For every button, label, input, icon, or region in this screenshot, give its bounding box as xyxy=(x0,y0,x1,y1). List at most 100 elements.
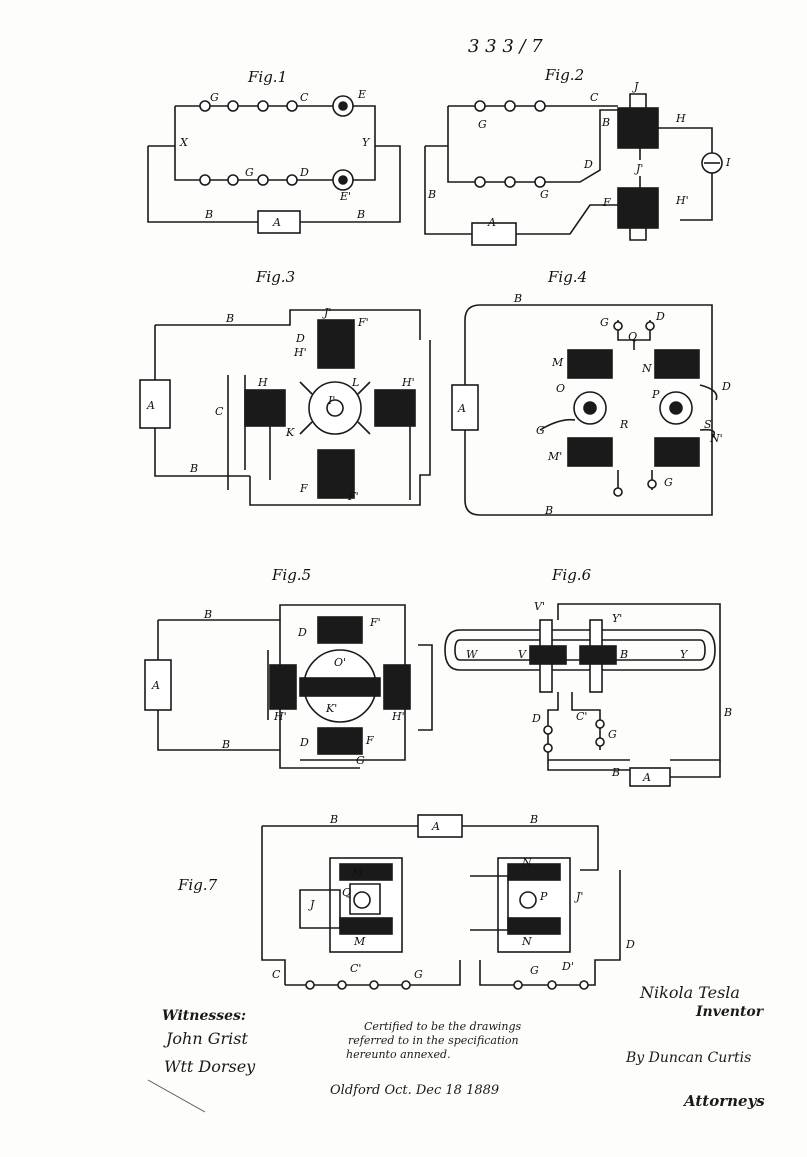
fig6-label-b: B xyxy=(619,648,628,661)
certified-line-1: Certified to be the drawings xyxy=(364,1020,522,1033)
figure-5: Fig.5 B B F' D O' K' H' H' A D F G xyxy=(144,566,433,769)
fig6-title: Fig.6 xyxy=(551,566,592,584)
fig7-label-p: P xyxy=(539,890,548,903)
fig3-label-h: H xyxy=(257,376,268,389)
fig3-label-l: L xyxy=(351,376,359,389)
footer: Witnesses: John Grist Wtt Dorsey Certifi… xyxy=(162,983,765,1110)
certified-line-3: hereunto annexed. xyxy=(346,1048,451,1061)
fig4-label-a: A xyxy=(457,402,466,415)
fig1-label-g: G xyxy=(210,91,219,104)
fig4-label-m: M xyxy=(551,356,564,369)
fig3-label-d: D xyxy=(295,332,305,345)
fig6-label-a: A xyxy=(642,771,651,784)
fig7-label-q: Q xyxy=(342,886,351,899)
fig7-label-jp: J' xyxy=(574,890,583,903)
fig3-label-hp: H' xyxy=(293,346,307,359)
fig1-label-b: B xyxy=(204,208,213,221)
fig7-label-dp: D' xyxy=(561,960,574,973)
fig6-label-y: Y xyxy=(680,648,689,661)
figure-6: Fig.6 V' Y' W V B Y B D C' G B A xyxy=(444,566,732,787)
fig4-label-o: O xyxy=(556,382,565,395)
fig1-label-c: C xyxy=(300,91,309,104)
fig2-coil-h2 xyxy=(617,187,659,229)
fig4-label-mp: M' xyxy=(547,450,562,463)
fig5-coil-bottom xyxy=(317,727,363,755)
fig4-label-r: R xyxy=(619,418,628,431)
fig3-coil-left xyxy=(244,389,286,427)
fig2-label-g: G xyxy=(478,118,487,131)
fig6-label-g: G xyxy=(608,728,617,741)
fig6-label-d: D xyxy=(531,712,541,725)
fig7-label-j: J xyxy=(308,898,315,911)
fig4-generator-box xyxy=(451,384,479,431)
fig2-label-g2: G xyxy=(540,188,549,201)
fig2-label-jp: J' xyxy=(634,162,643,175)
fig3-generator-box xyxy=(139,379,171,429)
fig4-label-b: B xyxy=(513,292,522,305)
attorneys-label: Attorneys xyxy=(682,1092,765,1110)
fig2-label-h: H xyxy=(675,112,686,125)
fig2-coil-h xyxy=(617,107,659,149)
fig2-label-b: B xyxy=(601,116,610,129)
fig5-label-hp: H' xyxy=(273,710,287,723)
fig6-label-cp: C' xyxy=(576,710,587,723)
fig5-title: Fig.5 xyxy=(271,566,311,584)
fig3-coil-right xyxy=(374,389,416,427)
fig3-label-a: A xyxy=(146,399,155,412)
fig1-label-e: E xyxy=(357,88,366,101)
fig3-label-fp2: F' xyxy=(347,490,359,503)
fig2-title: Fig.2 xyxy=(544,66,584,84)
fig3-label-fp: F' xyxy=(357,316,369,329)
fig3-label-b2: B xyxy=(189,462,198,475)
fig2-label-i: I xyxy=(725,156,731,169)
fig7-label-m: M xyxy=(351,866,364,879)
witnesses-heading: Witnesses: xyxy=(162,1008,246,1024)
fig7-label-b: B xyxy=(329,813,338,826)
fig2-label-b2: B xyxy=(427,188,436,201)
fig4-coil-m xyxy=(567,349,613,379)
witness-2-signature: Wtt Dorsey xyxy=(164,1057,256,1076)
fig5-label-kp: K' xyxy=(325,702,337,715)
fig7-title: Fig.7 xyxy=(177,876,218,894)
inventor-label: Inventor xyxy=(695,1004,765,1020)
certified-line-2: referred to in the specification xyxy=(348,1034,519,1047)
certified-signature: Oldford Oct. Dec 18 1889 xyxy=(330,1083,499,1098)
fig7-label-cp: C' xyxy=(350,962,361,975)
fig5-coil-left xyxy=(269,664,297,710)
fig5-label-d: D xyxy=(297,626,307,639)
fig4-label-q: Q xyxy=(628,330,637,343)
fig4-title: Fig.4 xyxy=(547,268,587,286)
fig3-title: Fig.3 xyxy=(255,268,295,286)
fig4-label-b2: B xyxy=(544,504,553,517)
fig2-label-j: J xyxy=(632,80,639,93)
fig4-label-g2: G xyxy=(536,424,545,437)
fig7-label-c: C xyxy=(272,968,281,981)
fig2-generator-box xyxy=(471,222,517,246)
fig5-coil-top xyxy=(317,616,363,644)
fig4-coil-mp xyxy=(567,437,613,467)
fig6-label-yp: Y' xyxy=(612,612,622,625)
inventor-signature: Nikola Tesla xyxy=(639,983,740,1002)
fig5-label-fp: F' xyxy=(369,616,381,629)
fig7-label-m2: M xyxy=(353,935,366,948)
fig6-label-b2: B xyxy=(723,706,732,719)
fig3-label-jp: J' xyxy=(322,306,331,319)
fig5-label-g: G xyxy=(356,754,365,767)
sheet-number: 3 3 3 / 7 xyxy=(468,36,543,57)
fig2-label-c: C xyxy=(590,91,599,104)
fig1-label-e2: E' xyxy=(339,190,351,203)
fig7-label-g2: G xyxy=(530,964,539,977)
fig2-label-f: F xyxy=(602,196,611,209)
fig6-coil-right xyxy=(579,645,617,665)
fig7-label-g: G xyxy=(414,968,423,981)
fig3-label-c: C xyxy=(215,405,224,418)
fig5-label-d2: D xyxy=(299,736,309,749)
fig1-title: Fig.1 xyxy=(247,68,287,86)
fig6-label-b3: B xyxy=(611,766,620,779)
fig1-label-g2: G xyxy=(245,166,254,179)
fig4-label-d2: D xyxy=(721,380,731,393)
fig2-label-a: A xyxy=(487,216,496,229)
fig7-label-n: N xyxy=(521,856,532,869)
attorney-signature: By Duncan Curtis xyxy=(625,1050,751,1066)
fig5-label-b2: B xyxy=(221,738,230,751)
